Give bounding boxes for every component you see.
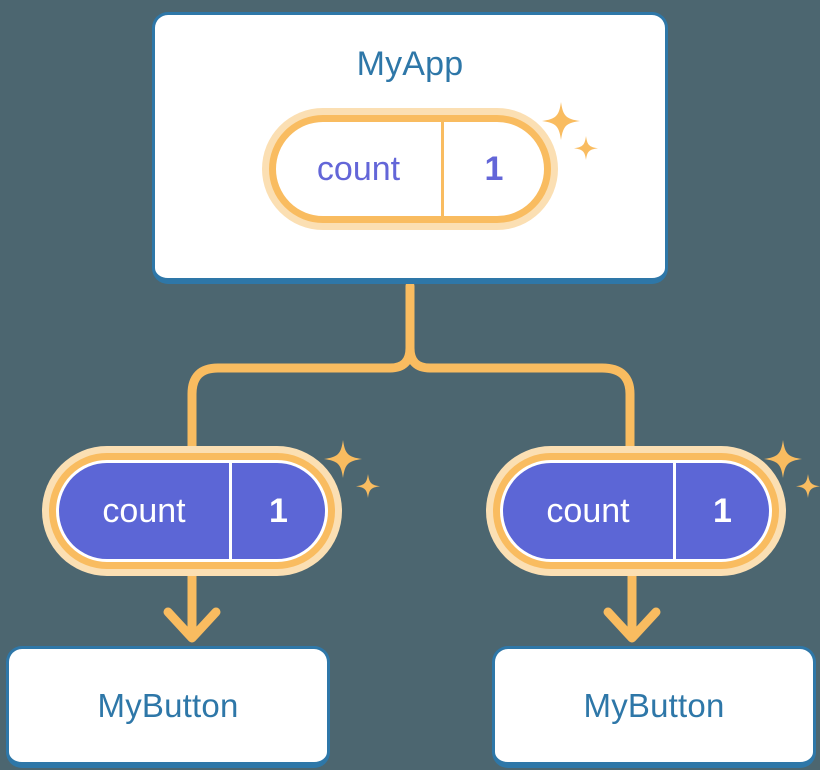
state-pill-child-right[interactable]: count 1 xyxy=(486,446,786,576)
state-key-label: count xyxy=(546,491,630,530)
state-pill-body: count 1 xyxy=(262,108,558,230)
state-pill-child-left[interactable]: count 1 xyxy=(42,446,342,576)
arrow-left-head xyxy=(163,607,221,643)
sparkle-icon-small xyxy=(796,474,820,498)
state-pill-fill: count 1 xyxy=(59,463,325,559)
state-key-label: count xyxy=(316,149,401,188)
state-pill-body: count 1 xyxy=(486,446,786,576)
state-value-label: 1 xyxy=(441,122,544,216)
state-pill-fill: count 1 xyxy=(503,463,769,559)
sparkle-icon-small xyxy=(356,474,380,498)
component-title-mybutton-left: MyButton xyxy=(97,686,239,724)
state-pill-body: count 1 xyxy=(42,446,342,576)
state-value-label: 1 xyxy=(229,463,325,559)
component-card-mybutton-left[interactable]: MyButton xyxy=(6,646,330,768)
state-pill-myapp[interactable]: count 1 xyxy=(262,108,558,230)
state-pill-inner: count 1 xyxy=(493,453,779,569)
state-pill-inner: count 1 xyxy=(269,115,551,223)
arrow-right-head xyxy=(603,607,661,643)
component-card-mybutton-right[interactable]: MyButton xyxy=(492,646,816,768)
connector-tree-branches xyxy=(187,281,415,457)
component-title-mybutton-right: MyButton xyxy=(583,686,725,724)
state-value-label: 1 xyxy=(673,463,769,559)
component-title-myapp: MyApp xyxy=(356,45,464,83)
state-pill-inner: count 1 xyxy=(49,453,335,569)
connector-tree-branch-right xyxy=(405,343,635,457)
state-key-label: count xyxy=(102,491,186,530)
